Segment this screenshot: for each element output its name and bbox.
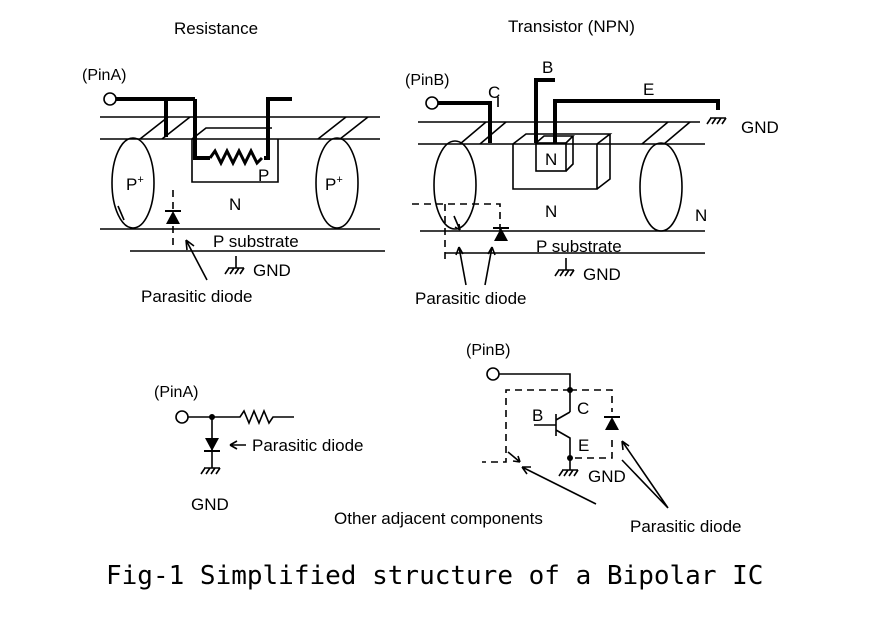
transistor-surface-lines xyxy=(418,121,705,145)
equiv-a-arrow xyxy=(229,440,246,450)
emitter-box-perspective xyxy=(535,135,575,172)
resistance-gnd-label: GND xyxy=(253,261,291,280)
equiv-a-parasitic-diode-symbol xyxy=(205,438,219,451)
transistor-right-isolation xyxy=(639,142,683,232)
right-n-label: N xyxy=(695,206,707,225)
p-plus-right-label: P+ xyxy=(325,174,343,194)
pin-a-terminal xyxy=(103,92,117,106)
resistance-substrate-label: P substrate xyxy=(213,232,299,251)
equiv-b-collector-wire xyxy=(499,373,571,412)
equiv-b-emitter-label: E xyxy=(578,436,589,455)
transistor-parasitic-arrows xyxy=(455,246,496,286)
p-plus-left-isolation xyxy=(111,137,155,229)
base-diffusion-box xyxy=(512,133,613,190)
base-label: B xyxy=(542,58,553,77)
p-region-label: P xyxy=(258,166,269,185)
equiv-b-gnd-label: GND xyxy=(588,467,626,486)
transistor-parasitic-label: Parasitic diode xyxy=(415,289,527,308)
p-plus-arrow-mark xyxy=(117,205,125,221)
resistance-parasitic-label: Parasitic diode xyxy=(141,287,253,306)
p-plus-left-label: P+ xyxy=(126,174,144,194)
transistor-substrate-label: P substrate xyxy=(536,237,622,256)
transistor-gnd-label: GND xyxy=(583,265,621,284)
adjacent-npn-mark xyxy=(453,215,461,231)
transistor-left-isolation xyxy=(433,140,477,230)
n-region-label: N xyxy=(229,195,241,214)
equiv-b-parasitic-diode-symbol xyxy=(605,417,619,430)
resistance-title: Resistance xyxy=(174,19,258,38)
equiv-a-gnd-symbol xyxy=(200,467,221,475)
transistor-perspective-strokes xyxy=(459,121,691,145)
equiv-b-parasitic-arrows xyxy=(621,440,669,509)
equiv-b-base-label: B xyxy=(532,406,543,425)
equiv-b-adjacent-mark xyxy=(507,451,521,463)
equiv-b-collector-label: C xyxy=(577,399,589,418)
resistance-gnd-symbol xyxy=(224,256,245,275)
p-plus-right-isolation xyxy=(315,137,359,229)
equiv-a-gnd-label: GND xyxy=(191,495,229,514)
equiv-a-pin-label: (PinA) xyxy=(154,384,198,401)
pin-b-terminal xyxy=(425,96,439,110)
transistor-gnd-symbol xyxy=(554,258,575,277)
equiv-b-pin-terminal xyxy=(486,367,500,381)
collector-n-label: N xyxy=(545,202,557,221)
resistance-parasitic-diode-symbol xyxy=(166,211,180,224)
transistor-gnd-top-label: GND xyxy=(741,118,779,137)
resistor-zigzag xyxy=(208,147,264,167)
equiv-a-pin-terminal xyxy=(175,410,189,424)
equiv-b-parasitic-label: Parasitic diode xyxy=(630,517,742,536)
figure-caption: Fig-1 Simplified structure of a Bipolar … xyxy=(106,561,763,591)
resistance-structure: Resistance (PinA) P P+ P+ N P substrate … xyxy=(82,19,385,306)
resistance-perspective-strokes xyxy=(139,116,369,140)
equiv-b-npn-transistor xyxy=(534,411,571,458)
equiv-b-dashed-paths xyxy=(482,389,613,463)
transistor-structure: Transistor (NPN) (PinB) C B E GND N N N … xyxy=(405,17,779,308)
emitter-label: E xyxy=(643,80,654,99)
equivalent-circuit-a: (PinA) Parasitic diode GND xyxy=(154,384,364,514)
transistor-parasitic-diode-symbol xyxy=(494,228,508,241)
equiv-a-parasitic-label: Parasitic diode xyxy=(252,436,364,455)
equiv-b-adjacent-label: Other adjacent components xyxy=(334,509,543,528)
equiv-b-gnd-symbol xyxy=(558,458,579,477)
equiv-b-pin-label: (PinB) xyxy=(466,342,510,359)
p-diffusion-box xyxy=(191,127,279,183)
resistance-substrate-lines xyxy=(100,228,385,252)
resistance-pin-label: (PinA) xyxy=(82,67,126,84)
transistor-pin-label: (PinB) xyxy=(405,72,449,89)
emitter-diffusion-box xyxy=(535,142,567,172)
equivalent-circuit-b: (PinB) B C E GND Other adjacent componen… xyxy=(334,342,742,536)
transistor-gnd-top-symbol xyxy=(706,117,727,125)
equiv-b-dashed-diode-return xyxy=(570,440,613,459)
equiv-a-resistor xyxy=(188,408,294,426)
emitter-n-label: N xyxy=(545,150,557,169)
transistor-title: Transistor (NPN) xyxy=(508,17,635,36)
resistance-parasitic-arrow xyxy=(185,239,208,281)
equiv-b-adjacent-arrow xyxy=(521,466,597,505)
